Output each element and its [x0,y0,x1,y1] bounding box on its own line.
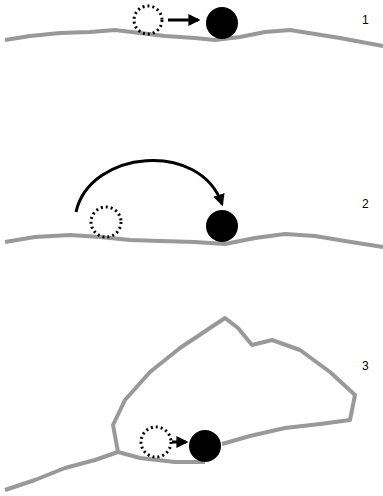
motion-arrow [168,19,198,22]
panel-number: 3 [362,360,369,372]
ground-line [5,452,205,490]
grain [189,430,221,462]
panel-number: 1 [362,14,369,26]
ground-line [5,30,383,46]
motion-arrow [172,441,186,444]
panel-number: 2 [362,198,369,210]
start-position [141,427,171,457]
grain [206,7,238,39]
overhang-outline [113,318,355,452]
motion-arrow [76,161,222,212]
start-position [134,6,162,34]
grain [206,210,238,242]
start-position [91,207,121,237]
ground-line [5,234,383,247]
